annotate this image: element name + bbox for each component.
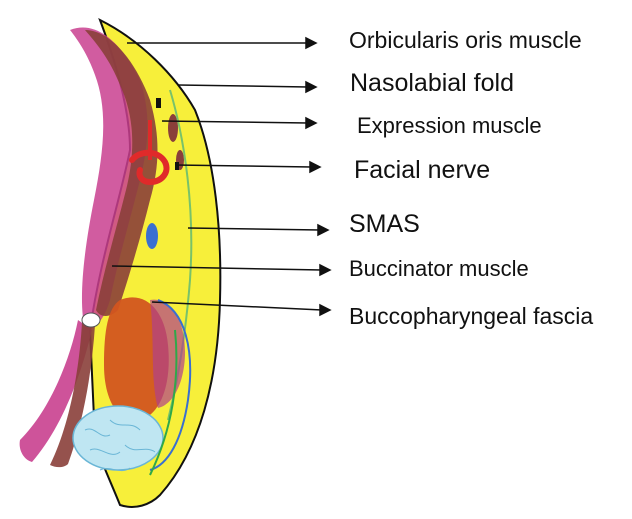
leader-line-nasolabial — [178, 85, 308, 87]
label-smas: SMAS — [349, 212, 420, 237]
label-orbicularis-oris-muscle: Orbicularis oris muscle — [349, 29, 582, 52]
label-buccopharyngeal-fascia: Buccopharyngeal fascia — [349, 305, 593, 328]
mucosal-nodule — [82, 313, 100, 327]
label-buccinator-muscle: Buccinator muscle — [349, 258, 529, 280]
arrowhead-buccinator — [320, 265, 330, 275]
marker-dot — [156, 98, 161, 108]
label-facial-nerve: Facial nerve — [354, 158, 490, 183]
buccal-fat-pad — [73, 406, 163, 470]
arrowhead-expression — [306, 118, 316, 128]
arrowhead-smas — [318, 225, 328, 235]
arrowhead-facial-nerve — [310, 162, 320, 172]
blue-vessel — [146, 223, 158, 249]
label-nasolabial-fold: Nasolabial fold — [350, 71, 514, 96]
label-expression-muscle: Expression muscle — [357, 115, 542, 137]
marker-dot-lower — [175, 162, 179, 170]
arrowhead-orbicularis — [306, 38, 316, 48]
arrowhead-buccopharyngeal — [320, 305, 330, 315]
arrowhead-nasolabial — [306, 82, 316, 92]
